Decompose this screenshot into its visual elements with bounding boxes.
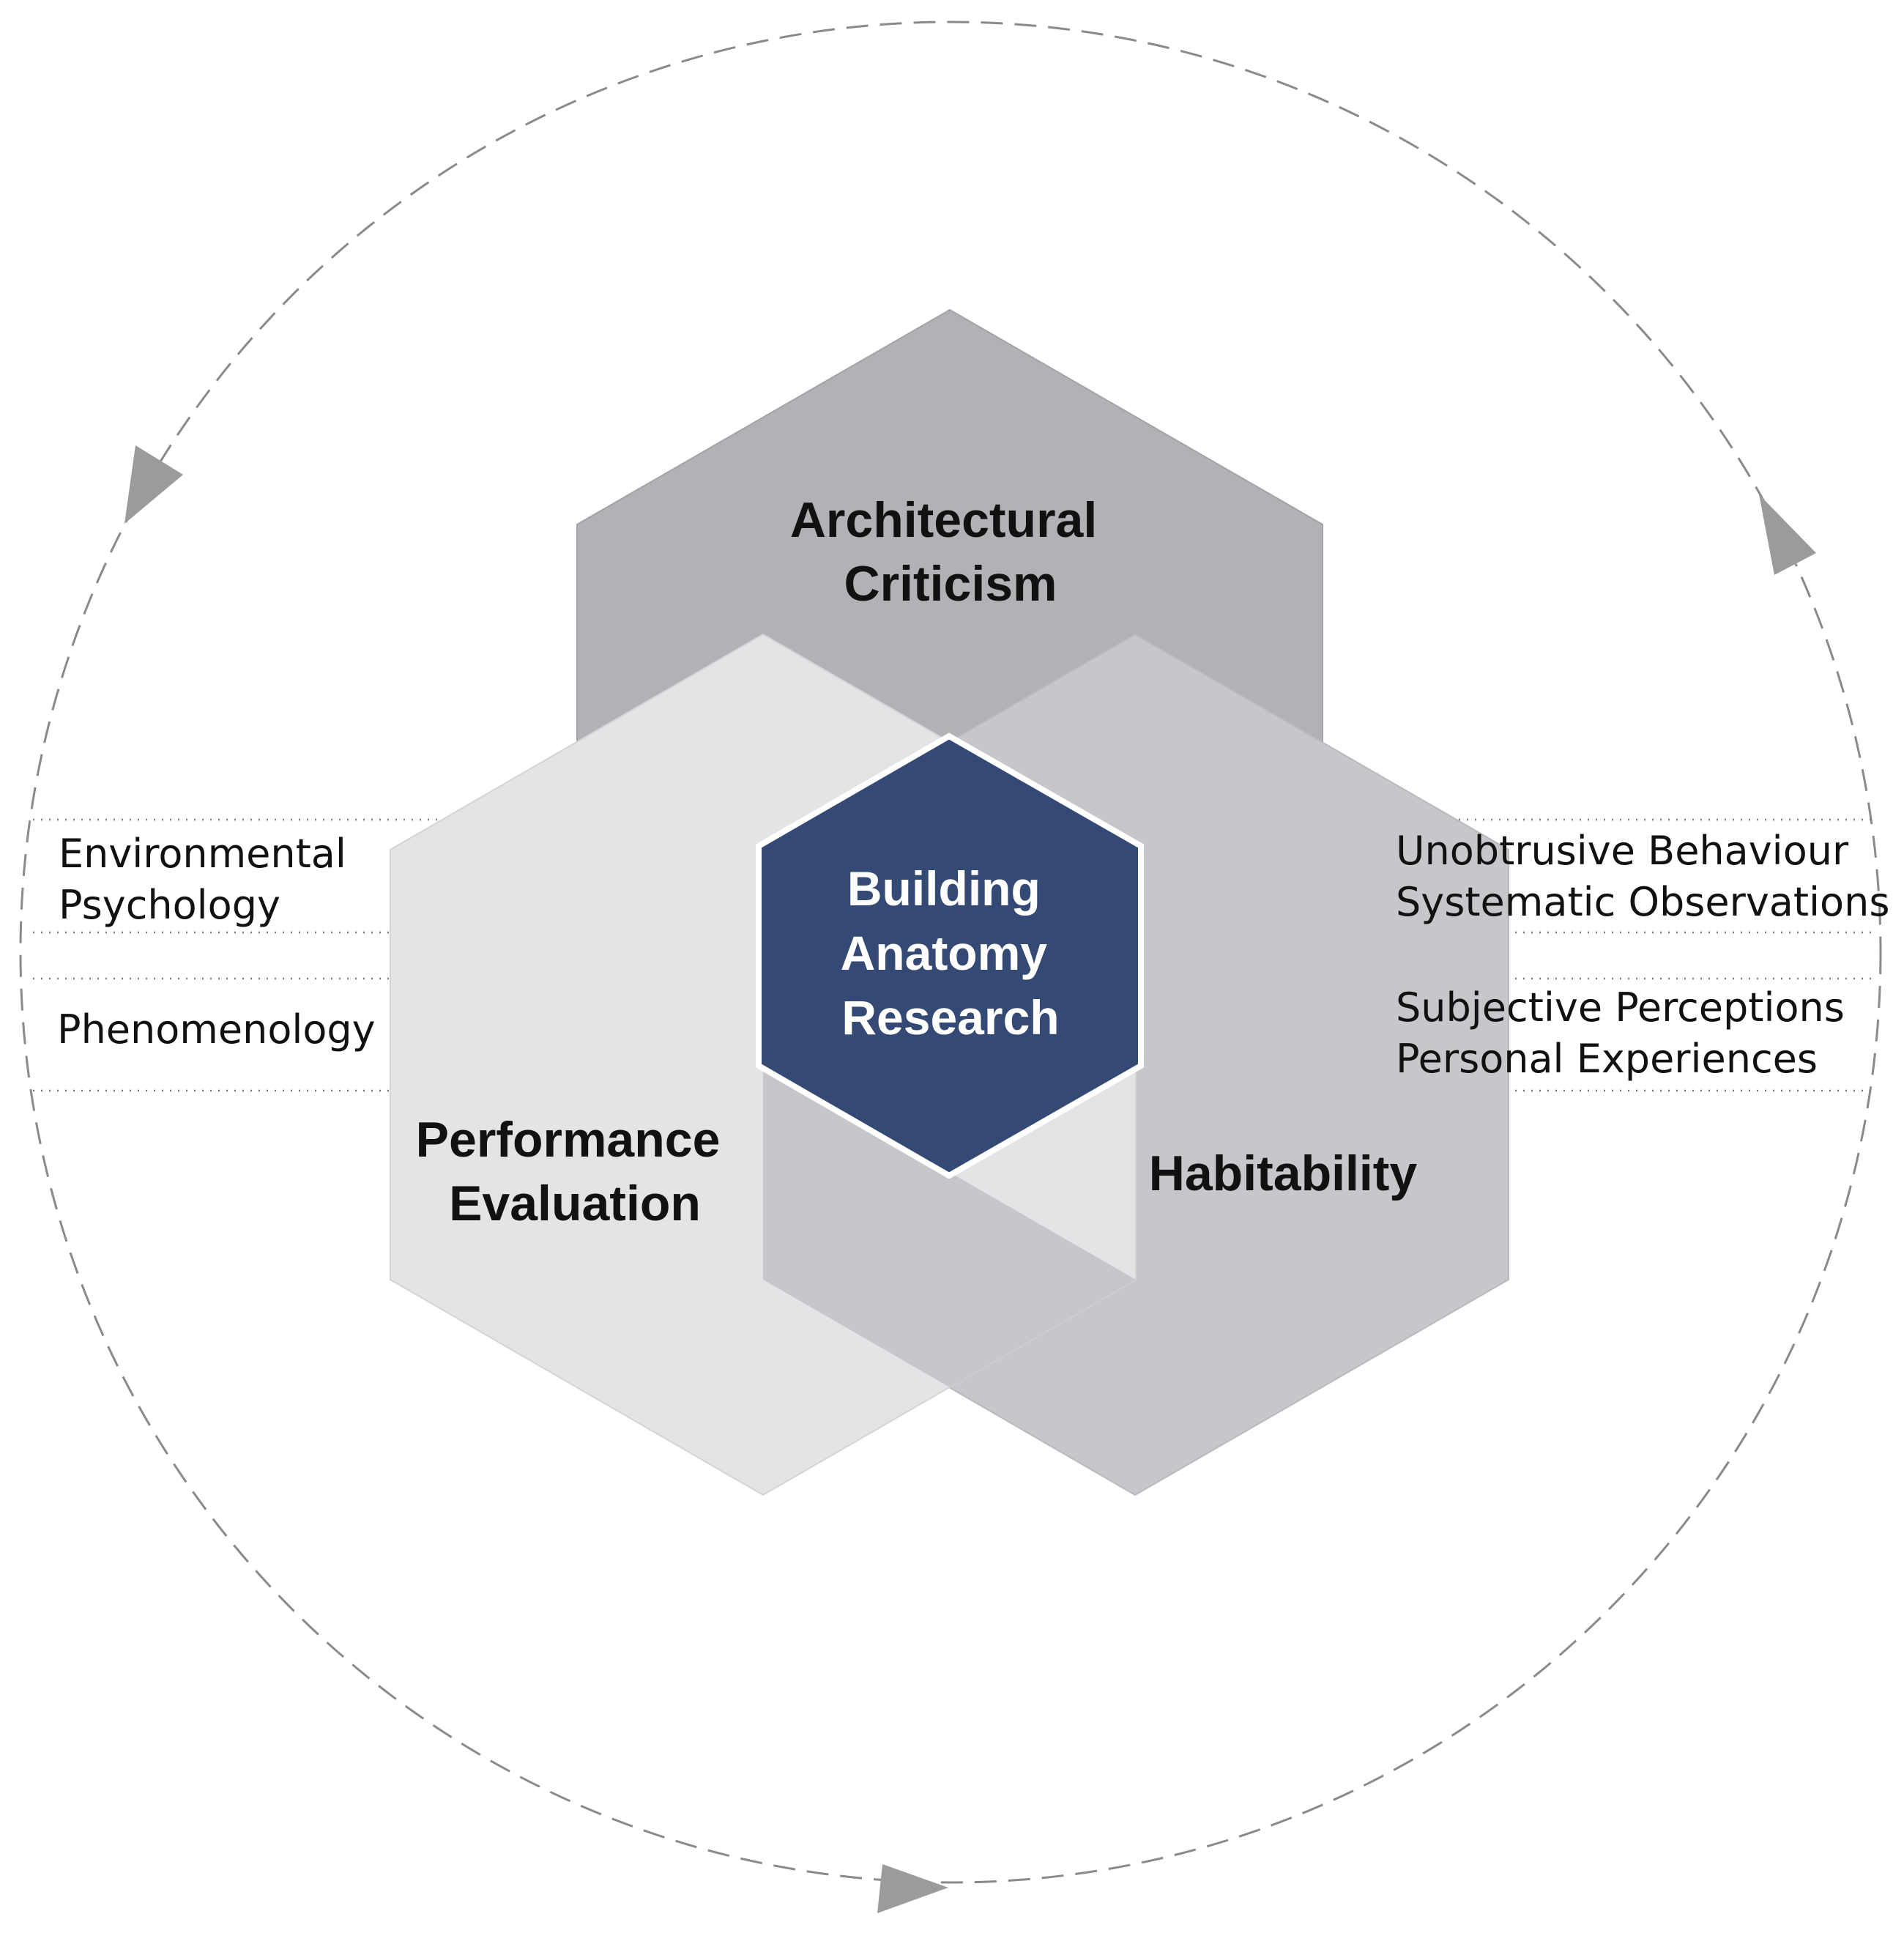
systematic-label: Systematic Observations	[1396, 879, 1889, 925]
hex-center	[756, 732, 1144, 1179]
performance-label-line1: Performance	[416, 1112, 721, 1168]
habitability-label: Habitability	[1149, 1146, 1418, 1201]
center-label-line1: Building	[847, 861, 1041, 916]
personal-label: Personal Experiences	[1396, 1036, 1818, 1082]
perception-methods-label: Subjective Perceptions Personal Experien…	[1396, 984, 1857, 1082]
center-label: Building Anatomy Research	[841, 861, 1061, 1045]
orbit-circle	[19, 21, 1882, 1884]
unobtrusive-label: Unobtrusive Behaviour	[1396, 828, 1849, 874]
architectural-criticism-label: Architectural Criticism	[790, 492, 1111, 612]
hex-overlap-region	[763, 1069, 1136, 1387]
environmental-psychology-label: Environmental Psychology	[59, 831, 359, 928]
dotted-guides	[33, 818, 1875, 1092]
orbit-arrow-right-icon	[1759, 494, 1816, 575]
center-label-line2: Anatomy	[841, 926, 1048, 980]
orbit-arrow-bottom-icon	[877, 1864, 948, 1913]
habitability-label-line1: Habitability	[1149, 1146, 1418, 1201]
environmental-label-line2: Psychology	[59, 882, 280, 928]
orbit-arrow-left-icon	[124, 445, 183, 524]
center-label-line3: Research	[841, 990, 1059, 1045]
subjective-label: Subjective Perceptions	[1396, 984, 1845, 1031]
architectural-label-line1: Architectural	[790, 492, 1097, 548]
environmental-label-line1: Environmental	[59, 831, 346, 877]
phenomenology-label-line1: Phenomenology	[57, 1006, 376, 1053]
observation-methods-label: Unobtrusive Behaviour Systematic Observa…	[1396, 828, 1889, 925]
performance-evaluation-label: Performance Evaluation	[416, 1112, 735, 1231]
performance-label-line2: Evaluation	[449, 1176, 701, 1231]
phenomenology-label: Phenomenology	[57, 1006, 376, 1053]
architectural-label-line2: Criticism	[844, 556, 1057, 612]
